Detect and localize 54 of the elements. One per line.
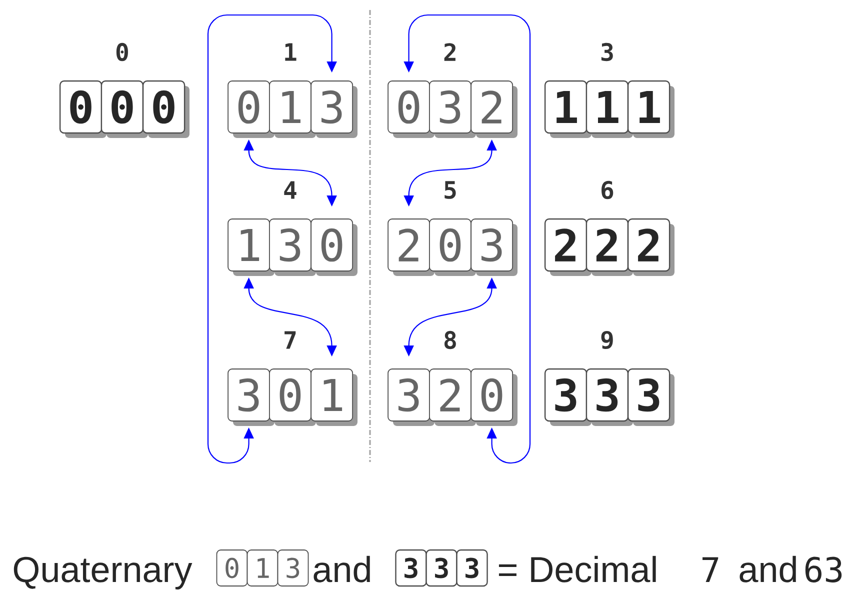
caption-text: Quaternary — [14, 556, 192, 590]
caption-text: 63 — [805, 556, 842, 582]
group-number: 9 — [601, 330, 613, 350]
digit-cell: 0 — [310, 218, 358, 276]
digit-cell: 3 — [310, 80, 358, 138]
digit-cell: 3 — [586, 368, 633, 426]
digit-cell: 1 — [269, 80, 316, 138]
digit-cell: 2 — [544, 218, 592, 276]
digit-cell: 0 — [100, 80, 148, 138]
group-number: 8 — [444, 330, 456, 350]
digit-cell: 3 — [277, 550, 309, 586]
digit-cell: 0 — [142, 80, 190, 138]
digit-cell: 2 — [388, 218, 434, 276]
digit-cell: 2 — [429, 368, 476, 426]
digit-cell: 0 — [429, 218, 476, 276]
digit-cell: 3 — [395, 549, 427, 587]
group-number: 2 — [444, 43, 456, 61]
digit-cell: 2 — [627, 218, 674, 276]
arrow — [207, 14, 337, 464]
group-number: 7 — [284, 331, 296, 349]
digit-cell: 1 — [544, 80, 592, 138]
digit-cell: 3 — [228, 368, 274, 426]
caption-text: and — [314, 556, 370, 582]
digit-cell: 0 — [228, 80, 274, 138]
group-number: 6 — [602, 180, 614, 200]
digit-cell: 3 — [544, 368, 592, 426]
digit-cell: 1 — [228, 218, 274, 276]
digit-cell: 2 — [586, 218, 633, 276]
group-number: 4 — [284, 181, 296, 199]
digit-cell: 1 — [246, 550, 278, 586]
digit-cell: 0 — [59, 80, 106, 138]
digit-cell: 1 — [586, 80, 633, 138]
arrow — [404, 14, 531, 464]
caption-text: and — [740, 556, 796, 582]
digit-cell: 0 — [470, 368, 518, 426]
digit-cell: 3 — [388, 368, 434, 426]
group-number: 1 — [285, 43, 296, 61]
caption-text: = Decimal — [498, 556, 656, 582]
digit-cell: 3 — [426, 549, 458, 587]
digit-cell: 1 — [627, 80, 674, 138]
digit-cell: 0 — [269, 368, 316, 426]
group-number: 3 — [601, 42, 613, 62]
digit-cell: 3 — [269, 218, 316, 276]
digit-cell: 0 — [388, 80, 434, 138]
group-number: 0 — [116, 42, 128, 62]
digit-cell: 3 — [470, 218, 518, 276]
caption-text: 7 — [702, 557, 718, 582]
digit-cell: 1 — [310, 368, 358, 426]
digit-cell: 3 — [429, 80, 476, 138]
digit-cell: 2 — [470, 80, 518, 138]
digit-cell: 3 — [456, 549, 488, 587]
digit-cell: 0 — [216, 550, 248, 586]
group-number: 5 — [444, 181, 456, 199]
digit-cell: 3 — [627, 368, 674, 426]
